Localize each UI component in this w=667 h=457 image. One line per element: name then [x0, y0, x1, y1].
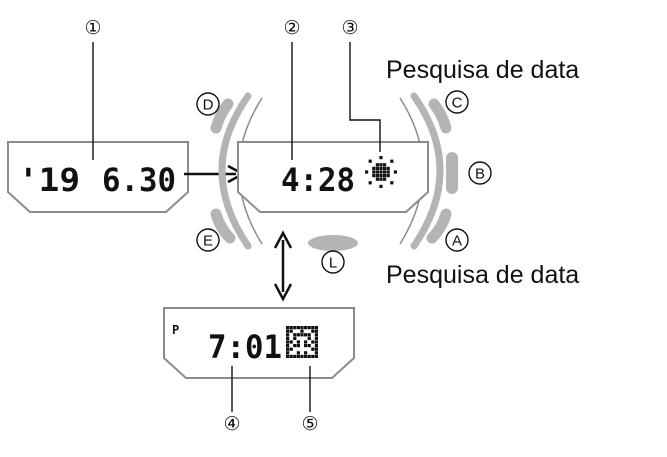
case-arc-right-outer — [410, 92, 444, 250]
callout-5: ⑤ — [301, 414, 318, 435]
pm-indicator: P — [172, 323, 179, 337]
caption-bottom: Pesquisa de data — [386, 261, 579, 289]
case-arc-left-outer — [218, 92, 252, 250]
svg-text:C: C — [452, 95, 463, 112]
button-label-e: E — [196, 228, 220, 252]
button-a[interactable] — [426, 208, 452, 244]
button-label-d: D — [196, 92, 220, 116]
button-label-c: C — [445, 90, 469, 114]
svg-text:E: E — [203, 233, 213, 250]
button-label-b: B — [468, 161, 492, 185]
callout-2: ② — [283, 18, 300, 39]
svg-text:A: A — [452, 233, 462, 250]
caption-top: Pesquisa de data — [386, 56, 579, 84]
leader-lines — [92, 42, 381, 412]
sunrise-display-frame — [237, 141, 429, 213]
transition-arrow-right — [184, 164, 246, 184]
button-label-a: A — [445, 228, 469, 252]
button-d[interactable] — [210, 98, 234, 134]
sunset-display-frame — [163, 307, 355, 379]
button-e[interactable] — [210, 208, 236, 244]
button-l[interactable] — [308, 235, 358, 251]
transition-arrow-vertical — [273, 230, 293, 302]
button-c[interactable] — [428, 98, 452, 134]
callout-4: ④ — [223, 414, 240, 435]
sunset-display: P 7:01 — [163, 307, 355, 379]
date-day-readout: 6.30 — [102, 161, 176, 199]
leader-line-3 — [349, 42, 381, 152]
callout-3: ③ — [341, 18, 358, 39]
svg-text:B: B — [475, 166, 485, 183]
sunset-icon — [286, 326, 318, 358]
button-label-l: L — [321, 250, 345, 274]
sunrise-time-readout: 4:28 — [281, 161, 355, 199]
svg-text:L: L — [329, 255, 337, 272]
sunrise-display: 4:28 — [237, 141, 429, 213]
date-year-readout: '19 — [18, 161, 80, 199]
callout-1: ① — [84, 18, 101, 39]
svg-text:D: D — [203, 97, 214, 114]
sunset-time-readout: 7:01 — [208, 328, 282, 366]
sun-icon — [365, 156, 397, 188]
date-display-frame — [7, 141, 189, 213]
date-display: '19 6.30 — [7, 141, 189, 213]
